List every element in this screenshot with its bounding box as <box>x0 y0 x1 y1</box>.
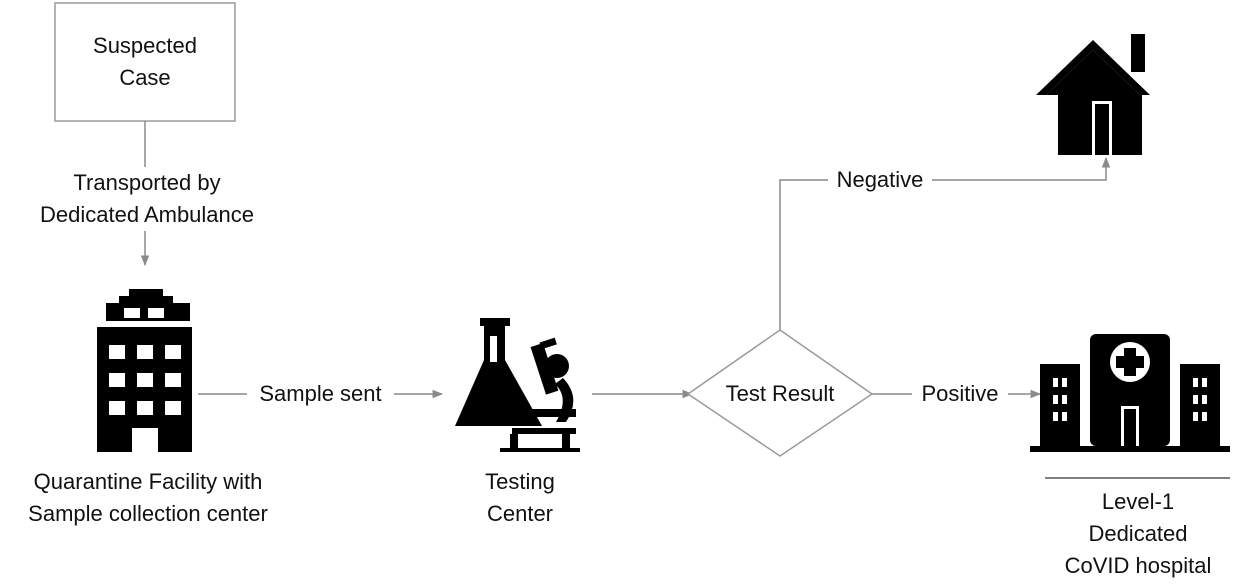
sample-sent-label: Sample sent <box>247 378 394 410</box>
connectors <box>140 121 1230 479</box>
suspected-case-label: Suspected Case <box>55 30 235 94</box>
transport-line-2: Dedicated Ambulance <box>39 202 255 227</box>
transport-line-1: Transported by <box>73 170 221 195</box>
transport-label: Transported by Dedicated Ambulance <box>30 167 264 231</box>
decision-diamond <box>686 329 874 457</box>
suspected-case-line-1: Suspected <box>93 33 197 58</box>
positive-text: Positive <box>921 381 999 406</box>
negative-label: Negative <box>828 164 932 196</box>
laboratory-microscope-icon <box>455 318 580 452</box>
hospital-line-1: Level-1 <box>1101 489 1175 514</box>
testing-label: Testing Center <box>460 466 580 530</box>
negative-path-right <box>928 156 1111 181</box>
house-icon <box>1036 34 1150 155</box>
hospital-line-3: CoVID hospital <box>1064 553 1212 578</box>
negative-text: Negative <box>836 167 924 192</box>
quarantine-line-2: Sample collection center <box>28 501 268 526</box>
testing-line-1: Testing <box>485 469 555 494</box>
quarantine-line-1: Quarantine Facility with <box>33 469 263 494</box>
hospital-icon <box>1030 334 1230 452</box>
negative-path-left <box>779 179 828 330</box>
decision-text: Test Result <box>725 381 835 406</box>
testing-line-2: Center <box>486 501 554 526</box>
sample-sent-text: Sample sent <box>259 381 382 406</box>
office-building-icon <box>97 289 192 452</box>
hospital-line-2: Dedicated <box>1088 521 1188 546</box>
hospital-label: Level-1 Dedicated CoVID hospital <box>1040 486 1236 582</box>
suspected-case-box <box>54 2 236 122</box>
positive-label: Positive <box>912 378 1008 410</box>
quarantine-label: Quarantine Facility with Sample collecti… <box>0 466 296 530</box>
suspected-case-line-2: Case <box>119 65 171 90</box>
decision-label: Test Result <box>700 378 860 410</box>
